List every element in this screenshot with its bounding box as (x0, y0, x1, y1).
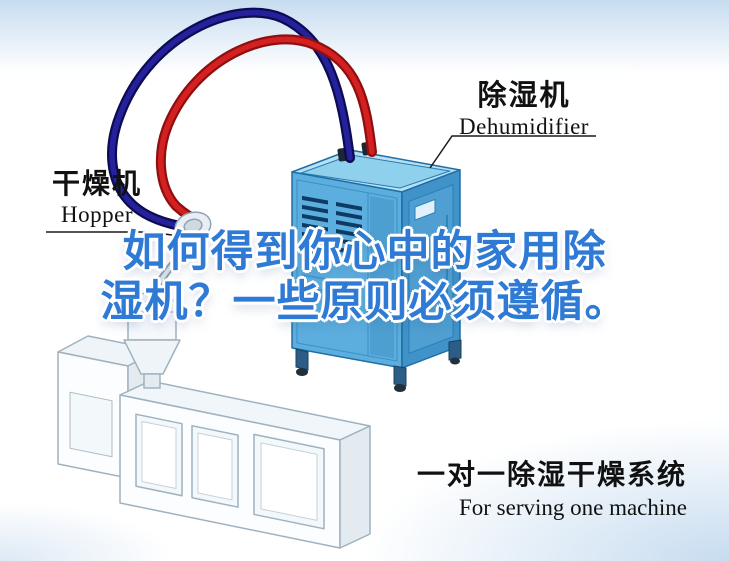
system-label-en: For serving one machine (458, 495, 687, 520)
dehumidifier-illustration (291, 141, 462, 392)
system-label: 一对一除湿干燥系统 For serving one machine (417, 453, 687, 521)
hose-red (155, 34, 377, 228)
headline: 如何得到你心中的家用除 湿机？一些原则必须遵循。 (0, 228, 729, 328)
system-label-zh: 一对一除湿干燥系统 (416, 459, 687, 490)
feeder-unit-illustration (174, 211, 212, 241)
hopper-label: 干燥机 Hopper (38, 162, 156, 228)
hopper-label-zh: 干燥机 (51, 168, 142, 199)
pointer-line-hopper (46, 231, 180, 237)
hopper-label-en: Hopper (61, 202, 133, 227)
dehumidifier-label: 除湿机 Dehumidifier (446, 72, 602, 140)
headline-line-1: 如何得到你心中的家用除 (122, 228, 607, 276)
headline-line-2: 湿机？一些原则必须遵循。 (100, 277, 629, 326)
dehumidifier-label-en: Dehumidifier (459, 114, 589, 139)
dehumidifier-label-zh: 除湿机 (477, 80, 571, 112)
hose-navy (107, 7, 355, 231)
hopper-machine-illustration (57, 231, 371, 549)
pointer-line-dehumidifier (429, 135, 596, 169)
